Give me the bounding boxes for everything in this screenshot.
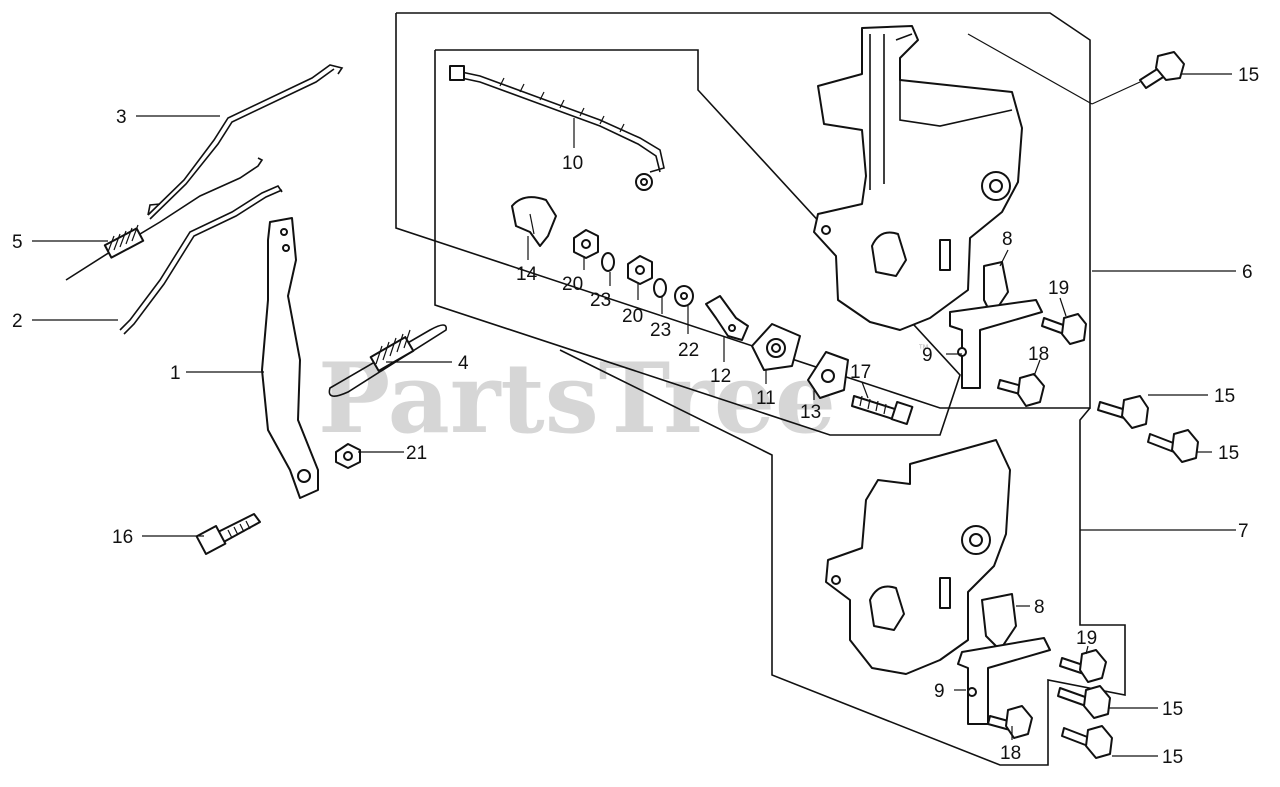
part-15-bolt-a — [1139, 51, 1185, 89]
part-20-nut-b — [627, 255, 653, 285]
label-part-18-lower: 18 — [1000, 743, 1021, 764]
label-part-19-upper: 19 — [1048, 278, 1069, 299]
label-part-8-upper: 8 — [1002, 229, 1013, 250]
label-part-15-e: 15 — [1162, 747, 1183, 768]
leader-lines — [32, 33, 1236, 757]
label-part-5: 5 — [12, 232, 23, 253]
label-part-8-lower: 8 — [1034, 597, 1045, 618]
part-19-bolt-a — [1041, 313, 1087, 345]
label-part-1: 1 — [170, 363, 181, 384]
part-22-washer — [674, 285, 694, 307]
label-part-19-lower: 19 — [1076, 628, 1097, 649]
part-16-bolt — [195, 513, 261, 555]
label-part-21: 21 — [406, 443, 427, 464]
label-part-10: 10 — [562, 153, 583, 174]
label-part-20-b: 20 — [622, 306, 643, 327]
part-13-plate — [807, 351, 849, 399]
part-3-rod — [147, 64, 344, 220]
part-23-washer-b — [653, 278, 667, 298]
part-17-bolt — [851, 395, 914, 426]
label-part-9-upper: 9 — [922, 345, 933, 366]
label-part-13: 13 — [800, 402, 821, 423]
label-part-23-a: 23 — [590, 290, 611, 311]
label-part-14: 14 — [516, 264, 538, 285]
part-23-washer-a — [601, 252, 615, 272]
part-18-bolt-b — [987, 705, 1033, 739]
part-19-bolt-b — [1059, 649, 1107, 683]
label-part-23-b: 23 — [650, 320, 671, 341]
part-10-cable — [449, 65, 665, 191]
group-frames — [395, 12, 1126, 766]
label-part-15-d: 15 — [1162, 699, 1183, 720]
label-part-15-c: 15 — [1218, 443, 1239, 464]
part-15-bolt-b — [1097, 395, 1149, 429]
label-part-7: 7 — [1238, 521, 1249, 542]
part-15-bolt-e — [1061, 725, 1113, 759]
label-part-12: 12 — [710, 366, 731, 387]
label-part-15-a: 15 — [1238, 65, 1259, 86]
label-part-18-upper: 18 — [1028, 344, 1049, 365]
part-14-clip — [511, 196, 557, 247]
part-labels: 1 2 3 4 5 6 7 8 8 9 9 10 11 12 13 14 15 … — [12, 65, 1259, 768]
watermark-text: PartsTree — [318, 342, 836, 455]
part-15-bolt-d — [1057, 685, 1111, 719]
label-part-22: 22 — [678, 340, 699, 361]
label-part-2: 2 — [12, 311, 23, 332]
label-part-11: 11 — [756, 388, 776, 409]
part-5-spring — [65, 157, 264, 281]
label-part-15-b: 15 — [1214, 386, 1235, 407]
label-part-16: 16 — [112, 527, 133, 548]
label-part-17: 17 — [850, 362, 871, 383]
part-21-nut — [335, 443, 361, 469]
part-20-nut-a — [573, 229, 599, 259]
part-7-bracket — [825, 439, 1051, 725]
part-1-lever — [261, 217, 319, 499]
watermark-trademark: ™ — [918, 343, 929, 355]
part-6-bracket — [813, 25, 1043, 389]
label-part-20-a: 20 — [562, 274, 583, 295]
label-part-6: 6 — [1242, 262, 1253, 283]
part-4-spring — [328, 324, 447, 397]
label-part-4: 4 — [458, 353, 469, 374]
part-12-lever — [705, 295, 749, 341]
part-15-bolt-c — [1147, 429, 1199, 463]
part-18-bolt-a — [997, 373, 1045, 407]
label-part-3: 3 — [116, 107, 127, 128]
part-2-rod — [119, 184, 283, 335]
part-11-cam — [751, 323, 801, 371]
label-part-9-lower: 9 — [934, 681, 945, 702]
